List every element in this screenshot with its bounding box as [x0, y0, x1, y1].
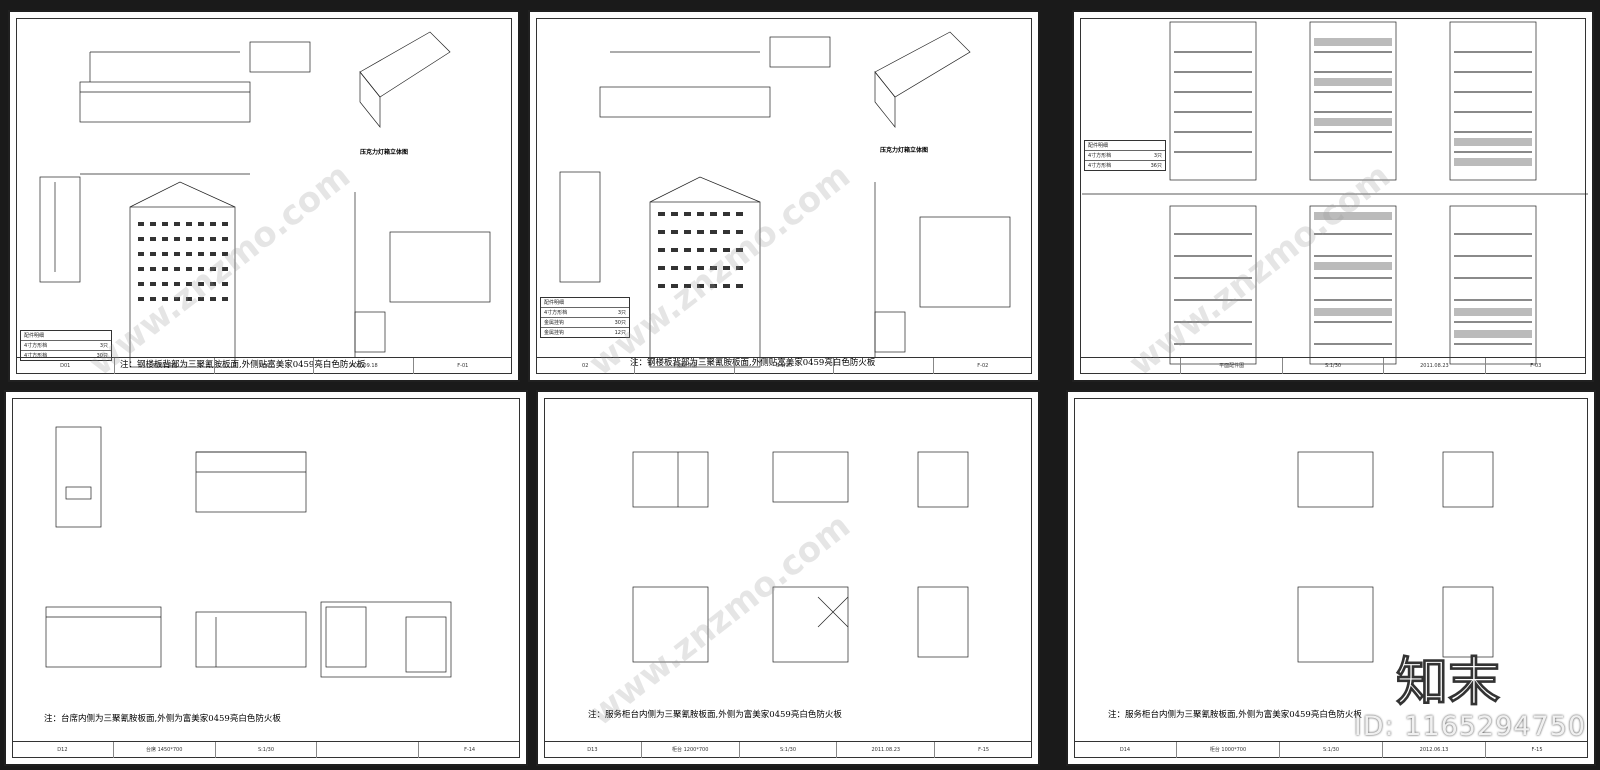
title-block-sheet-no: F-15 [1531, 747, 1543, 753]
spec-table-title: 配件明细 [1088, 143, 1109, 149]
spec-row-value: 3只 [1153, 153, 1162, 159]
spec-table: 配件明细 4寸方形档 3只 4寸方形档 36只 [1084, 140, 1166, 171]
title-block: D01 平面配件图 1/30 2012.09.18 F-01 [16, 357, 512, 374]
spec-table-title: 配件明细 [544, 300, 565, 306]
cad-drawing [1082, 21, 1588, 365]
title-block-drawing-no: 02 [536, 358, 636, 374]
spec-row-label: 4寸方形档 [1088, 153, 1112, 159]
spec-row-label: 4寸方形档 [1088, 163, 1112, 169]
title-block-name: 台席 1450*700 [114, 742, 216, 758]
title-block-name: 平面配件图 [115, 358, 215, 374]
title-block-scale: 1/30 [215, 358, 315, 374]
cad-drawing [1297, 451, 1494, 663]
spec-table-title: 配件明细 [24, 333, 45, 339]
title-block: 02 平面配件图 S:1/30 F-02 [536, 357, 1032, 374]
title-block-date: 2011.08.23 [837, 742, 936, 758]
sheet-note: 注：钢楼板背部为三聚氰胺板面,外侧贴富美家0459亮白色防火板 [630, 358, 876, 368]
spec-row-label: 4寸方形档 [544, 310, 568, 316]
title-block-scale: S:1/30 [740, 742, 838, 758]
title-block-drawing-no: D12 [12, 742, 114, 758]
title-block-date: 2012.06.13 [1383, 742, 1486, 758]
cad-drawing [559, 31, 1011, 368]
drawing-sheet-4: 注：台席内侧为三聚氰胺板面,外侧为富美家0459亮白色防火板 D12 台席 14… [4, 390, 528, 766]
cad-drawing [632, 451, 969, 663]
title-block: D12 台席 1450*700 S:1/30 F-14 [12, 741, 520, 758]
spec-row-label: 金属挂钩 [544, 320, 565, 326]
sheet-note: 注：服务柜台内侧为三聚氰胺板面,外侧为富美家0459亮白色防火板 [1108, 710, 1362, 720]
title-block: 平面配件图 S:1/30 2011.08.23 F-03 [1080, 357, 1586, 374]
sheet-note: 注：钢楼板背部为三聚氰胺板面,外侧贴富美家0459亮白色防火板 [120, 360, 366, 370]
spec-row-value: 3只 [617, 310, 626, 316]
spec-row-label: 4寸方形档 [24, 343, 48, 349]
title-block-name: 柜台 1200*700 [642, 742, 740, 758]
title-block-scale: S:1/30 [1280, 742, 1383, 758]
resource-id-label: ID: 1165294750 [1353, 711, 1586, 742]
spec-table: 配件明细 4寸方形档 3只 4寸方形档 30只 [20, 330, 112, 361]
spec-row-value: 30只 [614, 320, 626, 326]
title-block-date: 2011.08.23 [1384, 358, 1486, 374]
drawing-sheet-5: 注：服务柜台内侧为三聚氰胺板面,外侧为富美家0459亮白色防火板 D13 柜台 … [536, 390, 1040, 766]
title-block-drawing-no: D14 [1074, 742, 1177, 758]
sheet-frame [536, 18, 1032, 374]
title-block-drawing-no: D01 [16, 358, 116, 374]
sheet-note: 注：服务柜台内侧为三聚氰胺板面,外侧为富美家0459亮白色防火板 [588, 710, 842, 720]
title-block-name: 平面配件图 [635, 358, 735, 374]
title-block: D13 柜台 1200*700 S:1/30 2011.08.23 F-15 [544, 741, 1032, 758]
sheet-frame [544, 398, 1032, 758]
cad-drawing [45, 426, 452, 678]
title-block: D14 柜台 1000*700 S:1/30 2012.06.13 F-15 [1074, 741, 1588, 758]
sheet-frame [1074, 398, 1588, 758]
spec-row-label: 4寸方形档 [24, 353, 48, 359]
drawing-sheet-2: 压克力灯箱立体图 配件明细 4寸方形档 3只 金属挂钩 30只 金属挂钩 12只 注：… [528, 10, 1040, 382]
title-block-sheet-no: F-03 [1530, 363, 1542, 369]
title-block-date [834, 358, 934, 374]
drawing-sheet-3: 配件明细 4寸方形档 3只 4寸方形档 36只 平面配件图 S:1/30 2011.… [1072, 10, 1594, 382]
sheet-frame [1080, 18, 1586, 374]
brand-logo: 知末 [1395, 653, 1500, 714]
title-block-drawing-no [1080, 358, 1182, 374]
spec-row-label: 金属挂钩 [544, 330, 565, 336]
drawing-sheet-6: 注：服务柜台内侧为三聚氰胺板面,外侧为富美家0459亮白色防火板 D14 柜台 … [1066, 390, 1596, 766]
spec-row-value: 3只 [99, 343, 108, 349]
spec-row-value: 30只 [96, 353, 108, 359]
title-block-scale: S:1/30 [1283, 358, 1385, 374]
detail-caption: 压克力灯箱立体图 [880, 147, 929, 154]
sheet-frame [16, 18, 512, 374]
title-block-name: 平面配件图 [1181, 358, 1283, 374]
sheet-frame [12, 398, 520, 758]
spec-table: 配件明细 4寸方形档 3只 金属挂钩 30只 金属挂钩 12只 [540, 297, 630, 338]
title-block-sheet-no: F-15 [978, 747, 990, 753]
title-block-scale: S:1/30 [216, 742, 318, 758]
title-block-scale: S:1/30 [735, 358, 835, 374]
spec-row-value: 36只 [1150, 163, 1162, 169]
title-block-sheet-no: F-01 [457, 363, 469, 369]
drawing-sheet-1: 压克力灯箱立体图 配件明细 4寸方形档 3只 4寸方形档 30只 注：钢楼板背部为三… [8, 10, 520, 382]
title-block-date: 2012.09.18 [314, 358, 414, 374]
spec-row-value: 12只 [614, 330, 626, 336]
detail-caption: 压克力灯箱立体图 [360, 149, 409, 156]
title-block-name: 柜台 1000*700 [1177, 742, 1280, 758]
title-block-drawing-no: D13 [544, 742, 642, 758]
sheet-note: 注：台席内侧为三聚氰胺板面,外侧为富美家0459亮白色防火板 [44, 714, 281, 724]
title-block-date [317, 742, 420, 758]
title-block-sheet-no: F-14 [464, 747, 476, 753]
title-block-sheet-no: F-02 [977, 363, 989, 369]
cad-drawing [39, 31, 491, 368]
